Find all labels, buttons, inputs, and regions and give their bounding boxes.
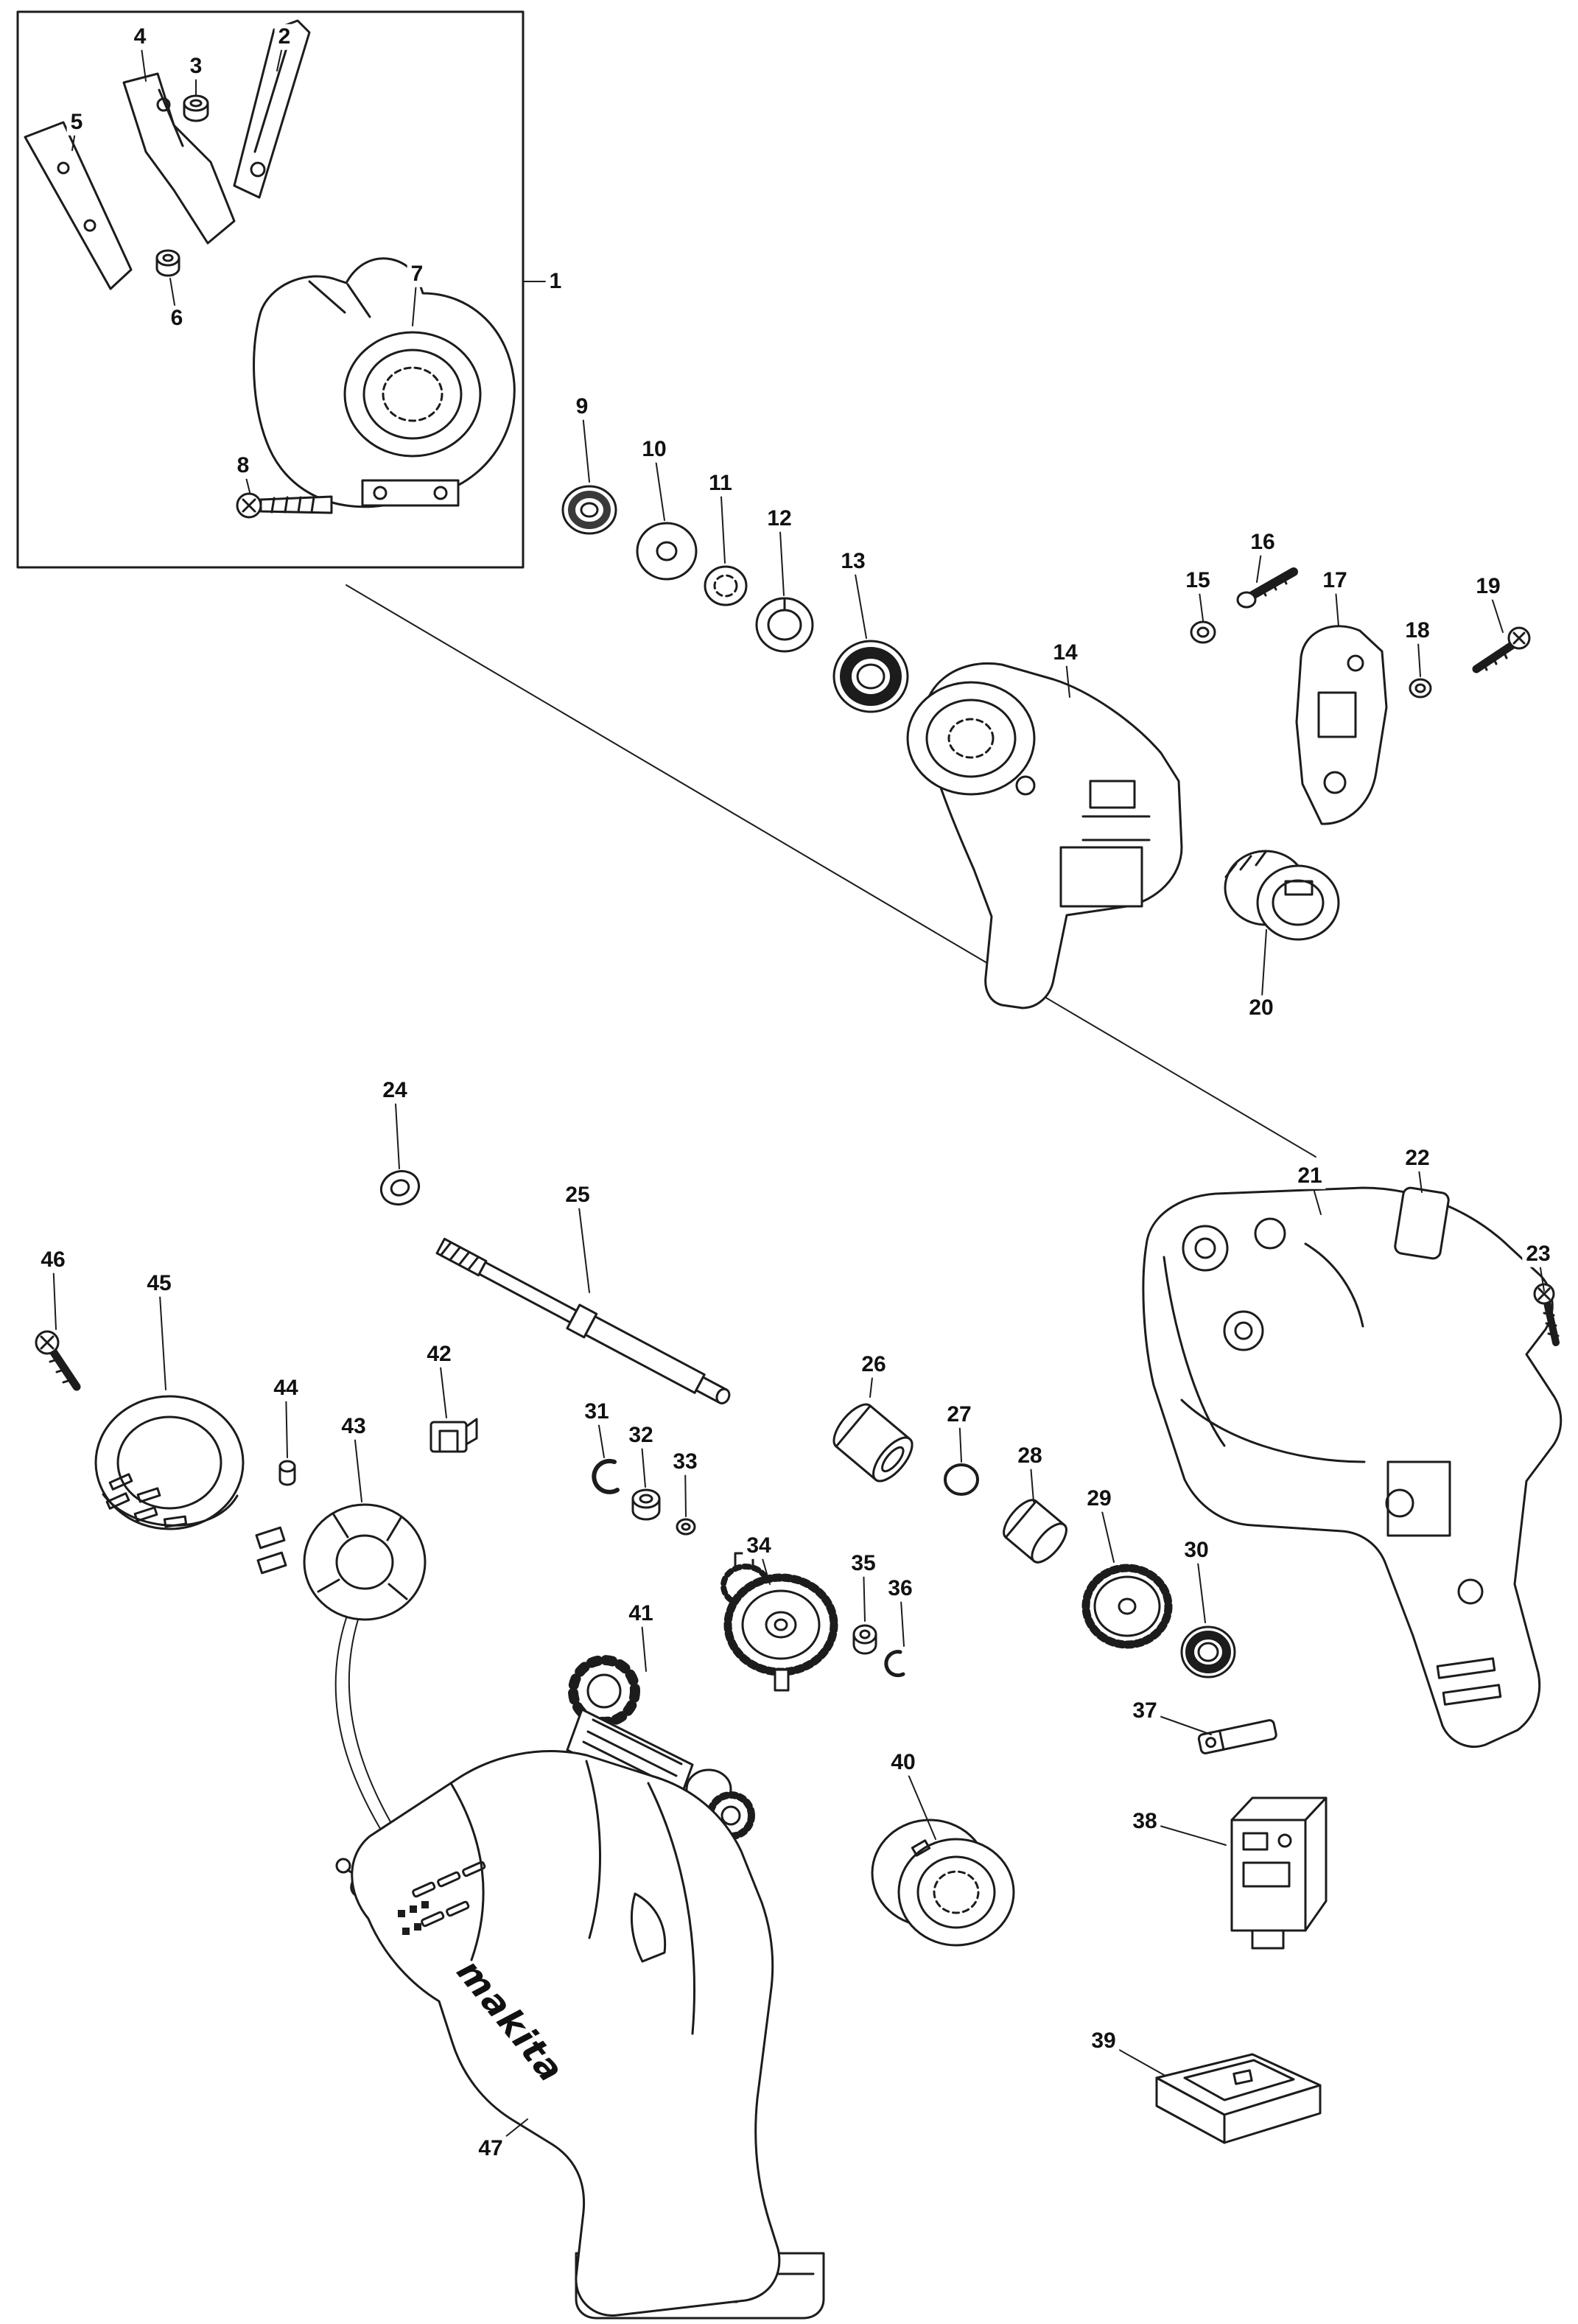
part-14-gear-housing — [906, 662, 1183, 1009]
leader-line-37 — [1144, 1710, 1212, 1735]
leader-line-27 — [958, 1414, 962, 1463]
leader-line-9 — [581, 406, 590, 483]
part-4-center-blade — [122, 72, 236, 245]
part-37-switch-key — [1197, 1719, 1277, 1754]
part-39-terminal-block — [1155, 2053, 1322, 2144]
leader-line-4 — [139, 36, 147, 82]
part-7-shear-head — [253, 257, 516, 508]
part-19-screw — [1472, 626, 1531, 673]
part-8-screw — [236, 492, 333, 519]
part-27-o-ring — [944, 1463, 979, 1496]
part-17-housing-cover — [1295, 625, 1388, 825]
leader-line-8 — [242, 465, 250, 493]
part-26-sleeve — [832, 1403, 914, 1483]
leader-line-40 — [902, 1762, 936, 1840]
leader-line-41 — [640, 1613, 647, 1672]
part-35-spacer — [852, 1624, 877, 1655]
part-24-washer — [379, 1169, 421, 1206]
assembly-leader-line — [346, 584, 1316, 1158]
part-16-screw — [1236, 567, 1298, 609]
part-47-tool-body: makita — [335, 1750, 825, 2320]
part-22-name-plate — [1394, 1186, 1450, 1260]
part-3-spacer — [183, 94, 209, 122]
leader-line-24 — [394, 1090, 400, 1169]
part-44-pin — [278, 1460, 296, 1486]
leader-line-26 — [869, 1364, 874, 1398]
leader-line-35 — [863, 1563, 866, 1622]
leader-line-32 — [640, 1435, 646, 1488]
part-45-motor-housing — [94, 1395, 245, 1530]
part-9-bushing — [561, 485, 617, 535]
part-5-side-blade — [24, 121, 133, 290]
part-13-ball-bearing — [832, 640, 909, 713]
leader-line-13 — [852, 561, 867, 639]
leader-line-12 — [779, 518, 785, 596]
part-33-washer — [676, 1518, 696, 1536]
leader-line-16 — [1256, 542, 1263, 583]
leader-line-46 — [52, 1259, 57, 1330]
part-18-washer — [1409, 678, 1432, 699]
leader-line-20 — [1260, 929, 1267, 1009]
part-29-flat-gear — [1081, 1564, 1173, 1649]
part-23-screw — [1533, 1283, 1560, 1346]
part-42-brush-holder — [429, 1418, 478, 1453]
part-20-mount-ring — [1224, 850, 1340, 941]
leader-line-22 — [1417, 1158, 1423, 1193]
part-32-nut — [631, 1488, 661, 1521]
leader-line-30 — [1196, 1550, 1206, 1623]
leader-line-38 — [1144, 1821, 1227, 1846]
part-43-baffle-plate — [255, 1503, 427, 1858]
leader-line-45 — [158, 1283, 166, 1390]
leader-line-44 — [285, 1387, 288, 1458]
part-28-cylinder — [1003, 1499, 1067, 1564]
part-12-retainer — [755, 597, 814, 653]
leader-line-11 — [720, 483, 726, 564]
part-46-screw — [35, 1330, 81, 1391]
part-2-side-blade — [233, 19, 311, 199]
part-10-washer — [636, 522, 698, 581]
leader-line-39 — [1103, 2040, 1165, 2076]
leader-line-15 — [1197, 580, 1204, 621]
inset-box — [16, 10, 525, 569]
leader-line-31 — [596, 1411, 605, 1458]
part-30-ball-bearing — [1180, 1625, 1236, 1679]
leader-line-25 — [577, 1194, 590, 1293]
leader-line-43 — [353, 1426, 362, 1502]
leader-line-42 — [438, 1354, 447, 1418]
part-38-switch — [1230, 1796, 1328, 1950]
part-25-spindle — [435, 1237, 731, 1404]
leader-line-10 — [653, 449, 665, 521]
part-31-retaining-ring — [592, 1458, 620, 1494]
leader-line-33 — [684, 1461, 687, 1517]
leader-line-28 — [1029, 1455, 1034, 1502]
part-11-wave-washer — [704, 565, 748, 606]
part-34-bevel-gear — [720, 1552, 838, 1692]
leader-line-19 — [1487, 586, 1504, 633]
leader-line-47 — [490, 2118, 528, 2149]
part-36-retaining-ring — [884, 1650, 905, 1678]
part-15-washer — [1190, 620, 1216, 644]
part-6-spacer — [155, 249, 180, 277]
part-40-end-cap — [871, 1819, 1015, 1947]
leader-line-29 — [1098, 1498, 1115, 1563]
leader-line-36 — [900, 1588, 905, 1647]
leader-line-6 — [169, 278, 178, 319]
leader-line-18 — [1417, 630, 1421, 677]
leader-line-17 — [1334, 580, 1339, 627]
